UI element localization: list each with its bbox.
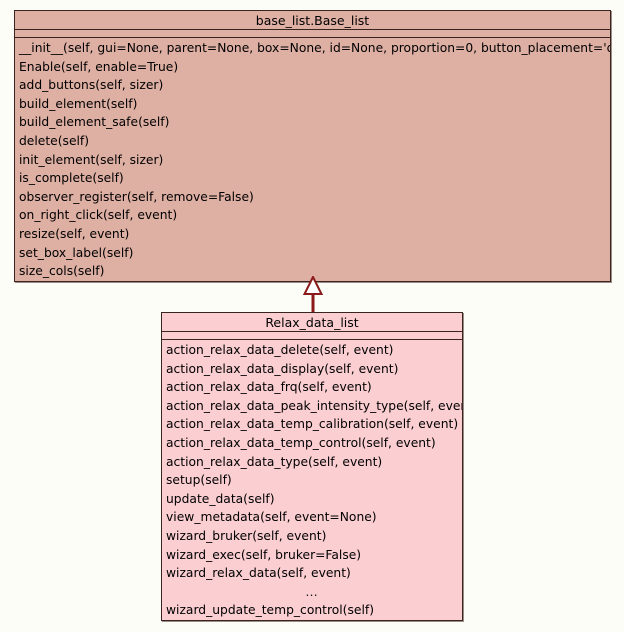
method-row[interactable]: action_relax_data_temp_calibration(self,… [166,417,459,432]
class-methods-compartment-relax-data-list: action_relax_data_delete(self, event) ac… [162,340,462,621]
class-box-base-list[interactable]: base_list.Base_list __init__(self, gui=N… [14,10,611,282]
method-row[interactable]: observer_register(self, remove=False) [19,189,254,204]
generalization-arrow-icon [302,274,324,316]
method-row[interactable]: resize(self, event) [19,226,130,241]
method-row[interactable]: add_buttons(self, sizer) [19,78,164,93]
method-row[interactable]: size_cols(self) [19,264,105,279]
class-title-relax-data-list: Relax_data_list [162,313,462,332]
method-row[interactable]: on_right_click(self, event) [19,208,178,223]
method-row[interactable]: view_metadata(self, event=None) [166,510,377,525]
method-row[interactable]: wizard_exec(self, bruker=False) [166,547,362,562]
class-attributes-compartment-relax-data-list [162,332,462,340]
class-title-base-list: base_list.Base_list [15,11,610,30]
method-row[interactable]: wizard_bruker(self, event) [166,528,327,543]
method-row[interactable]: Enable(self, enable=True) [19,59,179,74]
method-row[interactable]: build_element_safe(self) [19,115,170,130]
method-row[interactable]: action_relax_data_delete(self, event) [166,343,394,357]
method-row[interactable]: setup(self) [166,473,232,488]
method-row[interactable]: wizard_relax_data(self, event) [166,566,351,581]
class-box-relax-data-list[interactable]: Relax_data_list action_relax_data_delete… [161,312,463,621]
method-row[interactable]: init_element(self, sizer) [19,152,164,167]
method-row[interactable]: action_relax_data_type(self, event) [166,454,383,469]
method-row[interactable]: update_data(self) [166,491,275,506]
method-row[interactable]: action_relax_data_display(self, event) [166,361,399,376]
method-row[interactable]: __init__(self, gui=None, parent=None, bo… [19,41,610,55]
method-row[interactable]: build_element(self) [19,96,138,111]
method-row[interactable]: action_relax_data_temp_control(self, eve… [166,435,436,450]
generalization-arrow [296,274,330,316]
class-methods-compartment-base-list: __init__(self, gui=None, parent=None, bo… [15,38,610,282]
method-row[interactable]: set_box_label(self) [19,245,134,260]
method-row[interactable]: wizard_update_temp_control(self) [166,603,374,618]
method-row[interactable]: action_relax_data_frq(self, event) [166,380,372,395]
method-row[interactable]: is_complete(self) [19,171,124,186]
method-row[interactable]: delete(self) [19,133,90,148]
class-attributes-compartment-base-list [15,30,610,38]
method-row-ellipsis: … [305,584,319,599]
method-row[interactable]: action_relax_data_peak_intensity_type(se… [166,398,462,413]
